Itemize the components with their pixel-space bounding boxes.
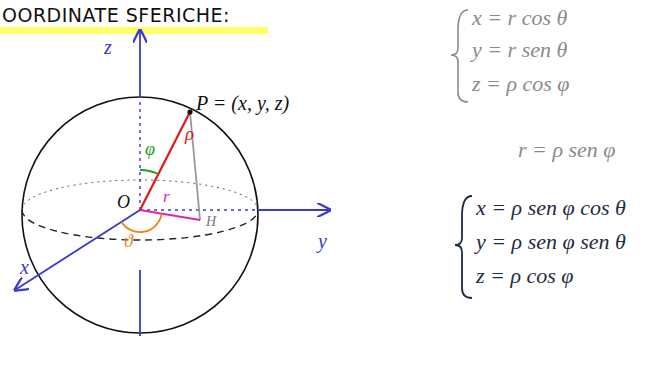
equation: x = ρ sen φ cos θ xyxy=(476,196,626,220)
title-highlight xyxy=(0,27,268,34)
y-axis xyxy=(258,209,330,211)
z-axis-hidden xyxy=(139,97,140,210)
equation: x = r cos θ xyxy=(472,6,567,30)
point-p xyxy=(187,109,192,114)
system-brace xyxy=(451,10,468,102)
equation: z = ρ cos φ xyxy=(472,72,569,96)
r-segment xyxy=(140,210,200,220)
angle-label: ϑ xyxy=(124,232,133,252)
phi-arc xyxy=(140,170,158,174)
equation: z = ρ cos φ xyxy=(476,264,573,288)
point-label: P = (x, y, z) xyxy=(196,92,289,114)
segment-label: r xyxy=(163,188,170,207)
equation: y = ρ sen φ sen θ xyxy=(476,230,626,254)
origin-label: O xyxy=(117,193,130,213)
x-axis xyxy=(15,210,140,290)
page-title: OORDINATE SFERICHE: xyxy=(2,5,230,26)
z-axis xyxy=(139,30,141,97)
equation: r = ρ sen φ xyxy=(518,138,615,162)
angle-label: ρ xyxy=(185,124,194,145)
axis-label: z xyxy=(104,36,112,58)
axis-label: x xyxy=(20,256,29,278)
angle-label: φ xyxy=(145,140,155,160)
equation: y = r sen θ xyxy=(472,38,567,62)
theta-arc xyxy=(122,214,162,232)
axis-label: y xyxy=(318,230,327,252)
z-axis-lower xyxy=(139,270,141,336)
rho-segment xyxy=(140,112,190,210)
point-label: H xyxy=(205,214,217,229)
system-brace xyxy=(455,196,472,298)
equator-front xyxy=(22,210,258,240)
